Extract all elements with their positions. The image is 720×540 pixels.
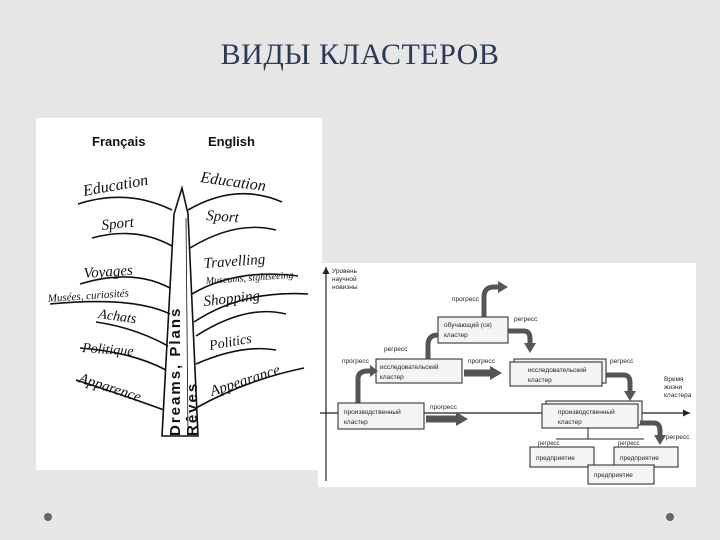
research-cluster-left-label-2: кластер (380, 374, 404, 381)
tree-trunk (161, 184, 199, 437)
y-axis-label-line1: Уровень (332, 268, 358, 275)
research-cluster-right-box (509, 361, 603, 387)
slide-dot-right (666, 513, 674, 521)
enterprise-box-1 (529, 446, 595, 468)
educational-cluster-box (437, 316, 509, 344)
enterprise-box-3 (587, 464, 655, 485)
enterprise-regress-left-label: регресс (538, 441, 560, 447)
x-axis-label-line1: Время (664, 376, 684, 383)
edu-progress-arrow (481, 284, 500, 317)
research-cluster-right-label-2: кластер (528, 377, 552, 384)
right-label-museums: Museums, sightseeing (204, 270, 293, 287)
tree-diagram: Français English Education Sport (46, 134, 309, 437)
research-mid-progress-label: прогресс (468, 358, 496, 365)
right-label-sport: Sport (206, 208, 240, 226)
y-axis-label-line3: новизны (332, 284, 358, 291)
edu-regress-label: регресс (514, 316, 538, 323)
edu-regress-arrowhead (524, 343, 536, 353)
slide-dot-left (44, 513, 52, 521)
tree-diagram-panel: Français English Education Sport (36, 118, 322, 470)
edu-progress-arrowhead (498, 281, 508, 293)
production-cluster-right-box (541, 403, 639, 429)
production-mid-progress-arrowhead (456, 412, 468, 426)
enterprise-label-1: предприятие (536, 455, 575, 462)
right-label-education: Education (198, 169, 266, 195)
left-label-voyages: Voyages (83, 263, 133, 282)
research-right-regress-arrow (606, 372, 633, 391)
edu-progress-label: прогресс (452, 296, 480, 303)
research-right-regress-label: регресс (610, 358, 634, 365)
educational-cluster-label-1: обучающий (ся) (444, 321, 492, 329)
right-label-travelling: Travelling (203, 252, 266, 272)
cluster-diagram: Уровень научной новизны Время жизни клас… (320, 267, 692, 485)
left-branch-lines (49, 196, 173, 411)
research-mid-progress-arrowhead (490, 366, 502, 380)
enterprise-label-2: предприятие (620, 455, 659, 462)
left-label-apparence: Apparence (76, 370, 143, 406)
trunk-label-reves: Rêves (184, 382, 201, 436)
right-branch-lines (187, 192, 309, 409)
research-left-progress-label: прогресс (342, 358, 370, 365)
production-cluster-right-label-1: производственный (558, 408, 615, 416)
right-label-shopping: Shopping (203, 288, 262, 310)
right-label-appearance: Appearance (207, 362, 282, 400)
left-label-politique: Politique (81, 341, 134, 360)
y-axis-label-line2: научной (332, 275, 357, 283)
header-francais: Français (92, 134, 145, 149)
research-right-regress-arrowhead (624, 391, 636, 401)
production-cluster-left-label-1: производственный (344, 408, 401, 416)
production-to-research-arrow (355, 368, 372, 403)
production-right-regress-arrowhead (654, 435, 666, 445)
right-label-politics: Politics (207, 332, 253, 354)
trunk-divider (185, 217, 189, 437)
edu-regress-arrow (508, 328, 533, 343)
enterprise-label-3: предприятие (594, 472, 633, 479)
research-cluster-left-label-1: исследовательский (380, 363, 439, 371)
header-english: English (208, 134, 255, 149)
production-mid-progress-label: прогресс (430, 404, 458, 411)
production-cluster-left-box (337, 402, 425, 430)
research-cluster-right-label-1: исследовательский (528, 366, 587, 374)
research-left-up-arrow (425, 332, 439, 359)
trunk-label-dreams-plans: Dreams, Plans (167, 307, 184, 436)
left-label-musees: Musées, curiosités (46, 287, 129, 305)
production-right-regress-label: регресс (666, 434, 690, 441)
production-to-research-arrowhead (370, 365, 378, 377)
research-cluster-left-box (375, 358, 463, 384)
research-left-regress-label: регресс (384, 346, 408, 353)
left-label-achats: Achats (96, 307, 137, 327)
educational-cluster-label-2: кластер (444, 332, 468, 339)
x-axis-label-line3: кластера (664, 392, 692, 399)
enterprise-regress-right-label: регресс (618, 441, 640, 447)
left-label-education: Education (81, 172, 150, 200)
production-cluster-left-label-2: кластер (344, 419, 368, 426)
cluster-diagram-panel: Уровень научной новизны Время жизни клас… (318, 263, 696, 487)
slide-title: ВИДЫ КЛАСТЕРОВ (220, 38, 500, 71)
production-right-regress-arrow (640, 420, 663, 435)
x-axis-label-line2: жизни (664, 384, 683, 391)
left-label-sport: Sport (101, 215, 136, 234)
production-cluster-right-label-2: кластер (558, 419, 582, 426)
